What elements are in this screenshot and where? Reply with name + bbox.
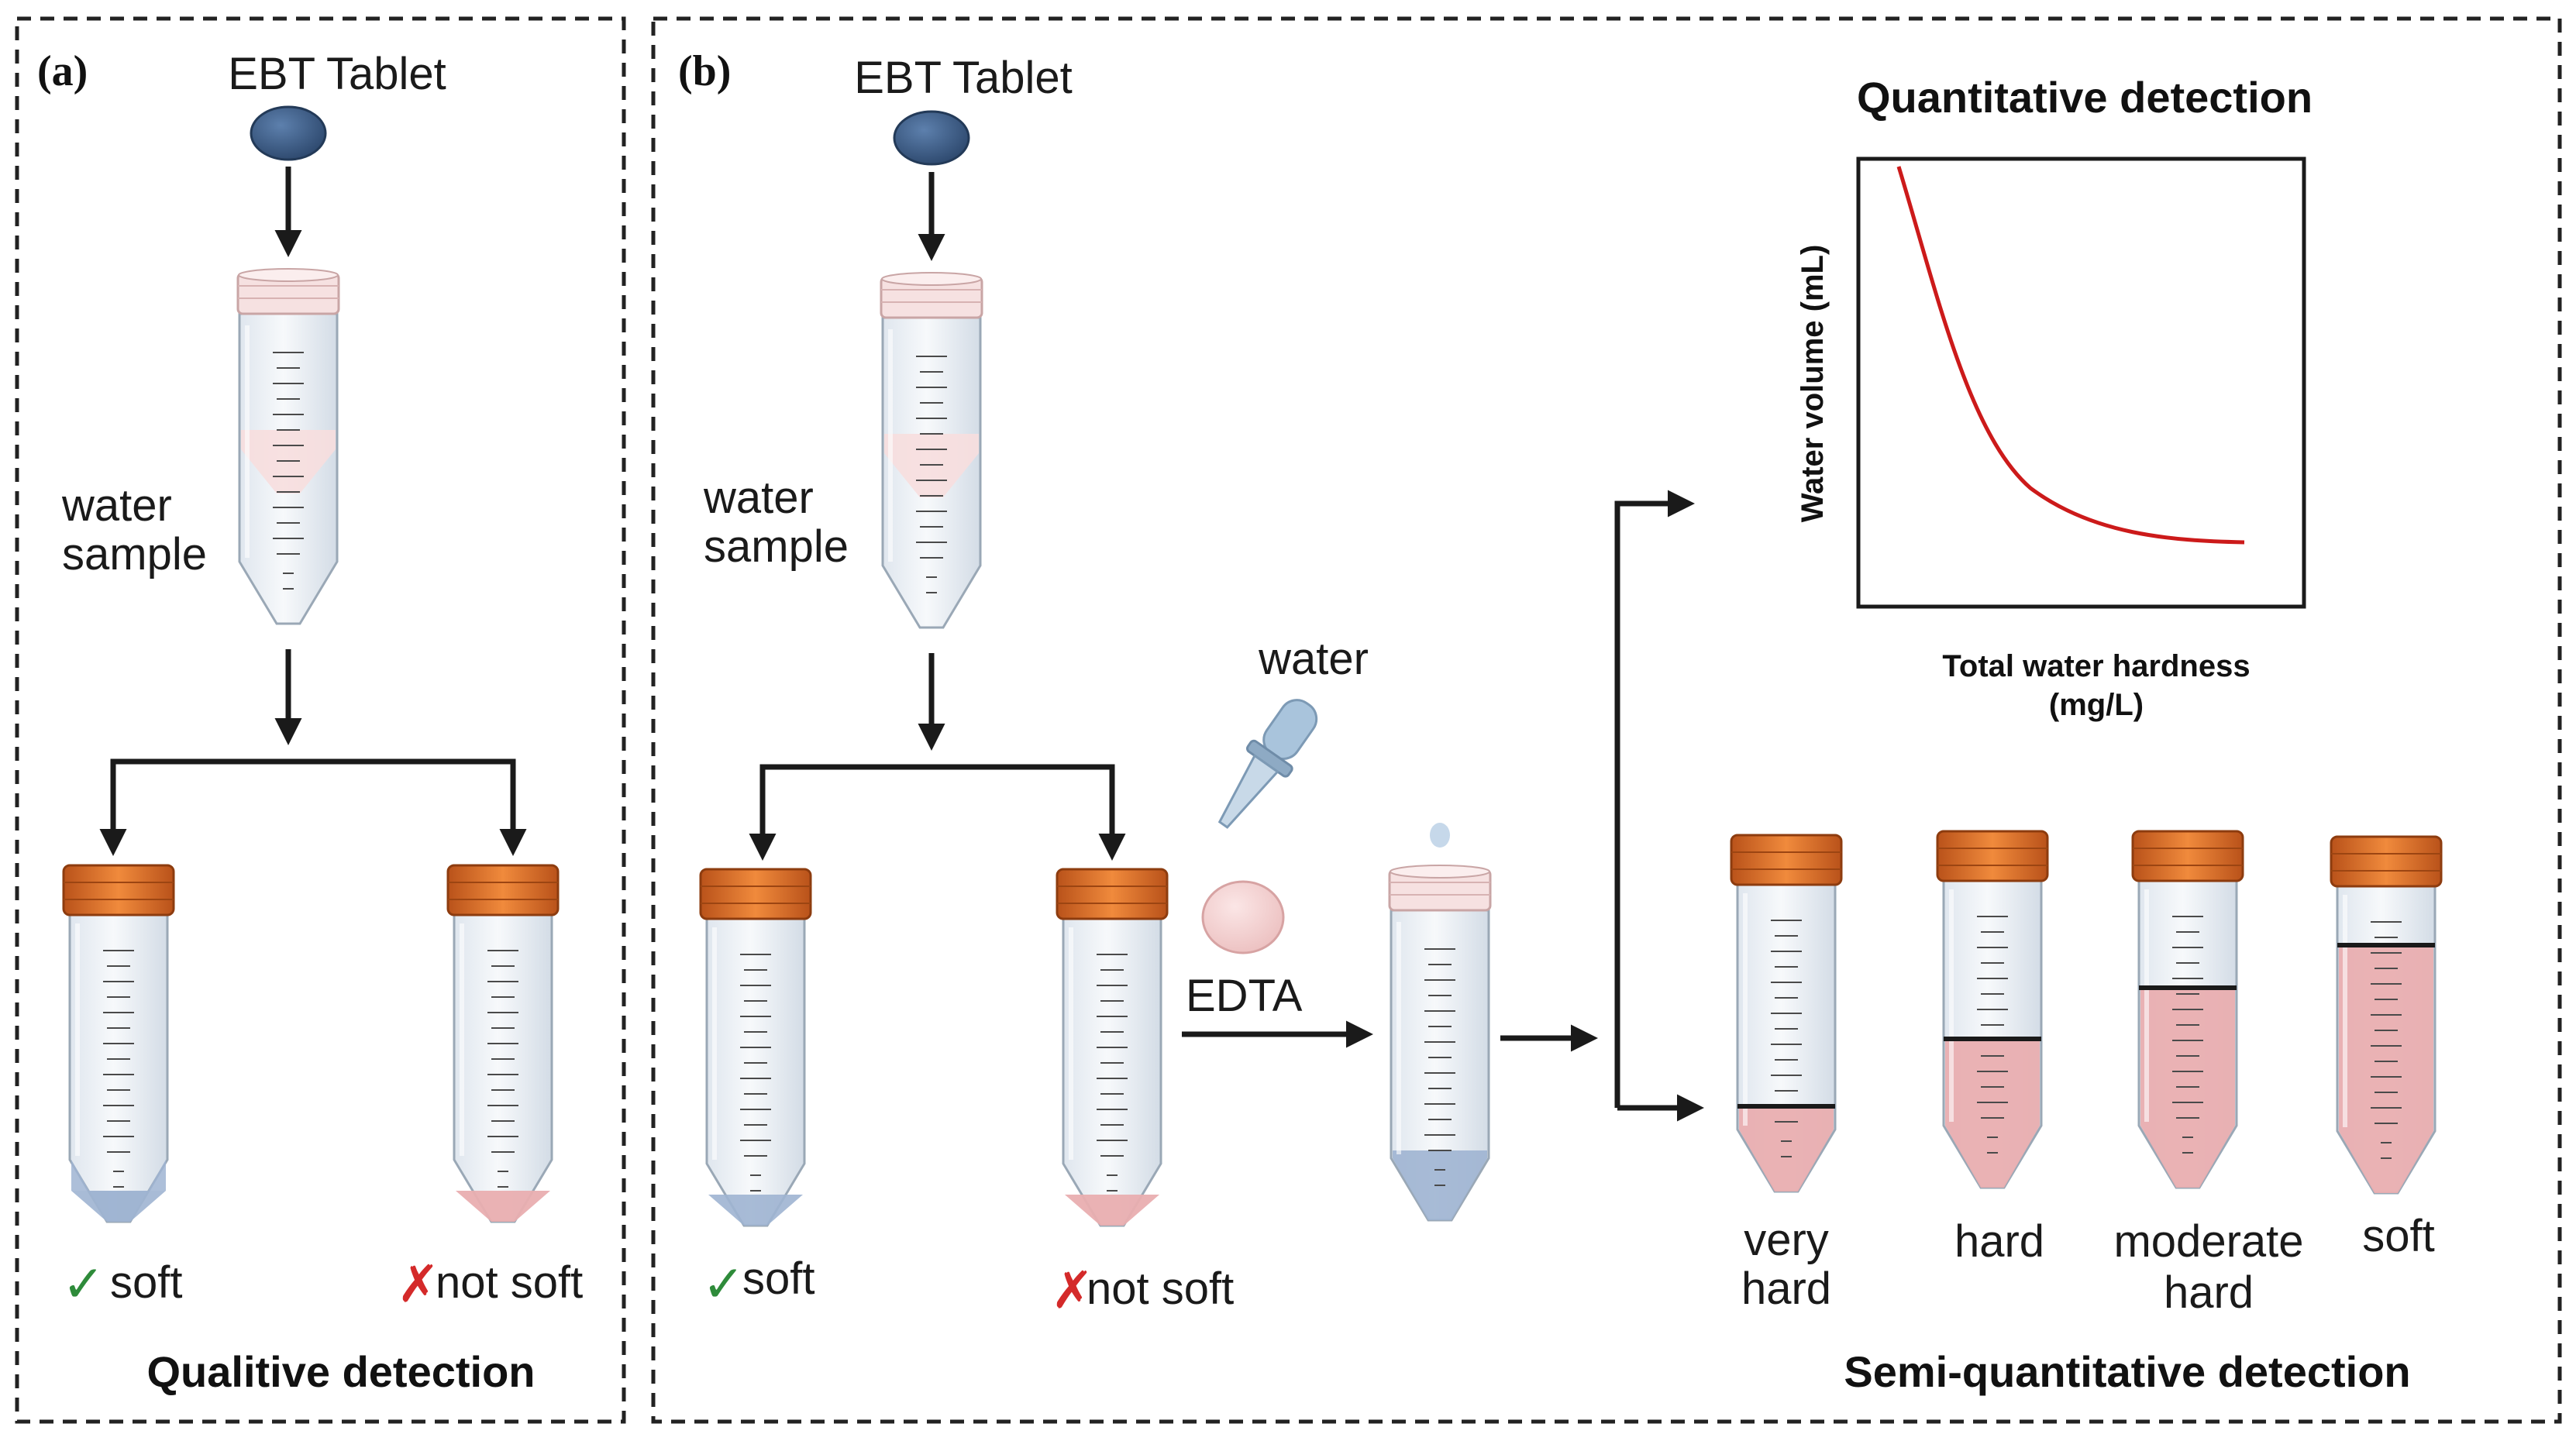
tube-label-very-hard-2: hard: [1741, 1264, 1831, 1314]
sample-tube-open-b: [880, 271, 983, 629]
water-label: water: [1258, 634, 1369, 684]
tube-hard: [1936, 830, 2049, 1189]
panel-a-tablet-label: EBT Tablet: [228, 49, 446, 99]
edta-tablet-icon: [1201, 880, 1285, 954]
quant-curve: [1896, 166, 2245, 545]
quant-title: Quantitative detection: [1857, 73, 2313, 122]
panel-b-tablet-label: EBT Tablet: [854, 53, 1073, 103]
panel-b-result-soft: soft: [742, 1253, 815, 1304]
panel-a-result-not-soft: not soft: [436, 1257, 583, 1308]
branch-connector: [110, 758, 516, 846]
panel-a-sample-label-2: sample: [62, 529, 207, 579]
tube-soft-blue-b: [699, 868, 812, 1227]
tube-soft: [2330, 835, 2443, 1195]
tube-label-moderate-hard-2: hard: [2164, 1267, 2254, 1318]
panel-a-letter: (a): [37, 47, 88, 95]
dropper-icon: [1217, 699, 1318, 829]
tube-after-edta: [1388, 864, 1492, 1222]
cross-icon: ✗: [397, 1254, 439, 1314]
tube-very-hard: [1730, 834, 1843, 1193]
tube-not-soft-pink: [446, 864, 560, 1223]
edta-label: EDTA: [1186, 971, 1303, 1021]
panel-b-sample-label-2: sample: [704, 521, 849, 572]
tube-label-hard: hard: [1954, 1216, 2044, 1267]
panel-a-footer-title: Qualitive detection: [147, 1347, 536, 1396]
tube-moderate-hard: [2131, 830, 2244, 1189]
tube-label-moderate-hard-1: moderate: [2113, 1216, 2303, 1267]
panel-b-sample-label-1: water: [703, 473, 814, 523]
ebt-tablet-icon: [893, 110, 970, 166]
check-icon: ✓: [702, 1254, 745, 1314]
x-axis-label-1: Total water hardness: [1942, 649, 2250, 683]
panel-b-result-not-soft: not soft: [1087, 1264, 1234, 1314]
ebt-tablet-icon: [250, 105, 327, 161]
panel-a-result-soft: soft: [110, 1257, 183, 1308]
semi-title: Semi-quantitative detection: [1844, 1347, 2410, 1396]
x-axis-label-2: (mg/L): [2049, 688, 2144, 722]
water-drop-icon: [1430, 823, 1450, 848]
split-connector: [1614, 490, 1695, 1108]
panel-b-letter: (b): [678, 47, 731, 95]
y-axis-label: Water volume (mL): [1796, 245, 1830, 523]
quant-plot-frame: [1856, 156, 2306, 609]
cross-icon: ✗: [1051, 1260, 1093, 1320]
branch-connector-b: [759, 764, 1115, 851]
tube-label-very-hard-1: very: [1744, 1215, 1829, 1265]
tube-not-soft-pink-b: [1056, 868, 1169, 1227]
sample-tube-open: [236, 267, 340, 625]
panel-b-frame: [651, 16, 2562, 1424]
tube-soft-blue: [62, 864, 175, 1223]
panel-a-sample-label-1: water: [61, 480, 172, 531]
panel-a-frame: [15, 16, 626, 1424]
tube-label-soft: soft: [2362, 1211, 2435, 1261]
check-icon: ✓: [62, 1254, 105, 1314]
